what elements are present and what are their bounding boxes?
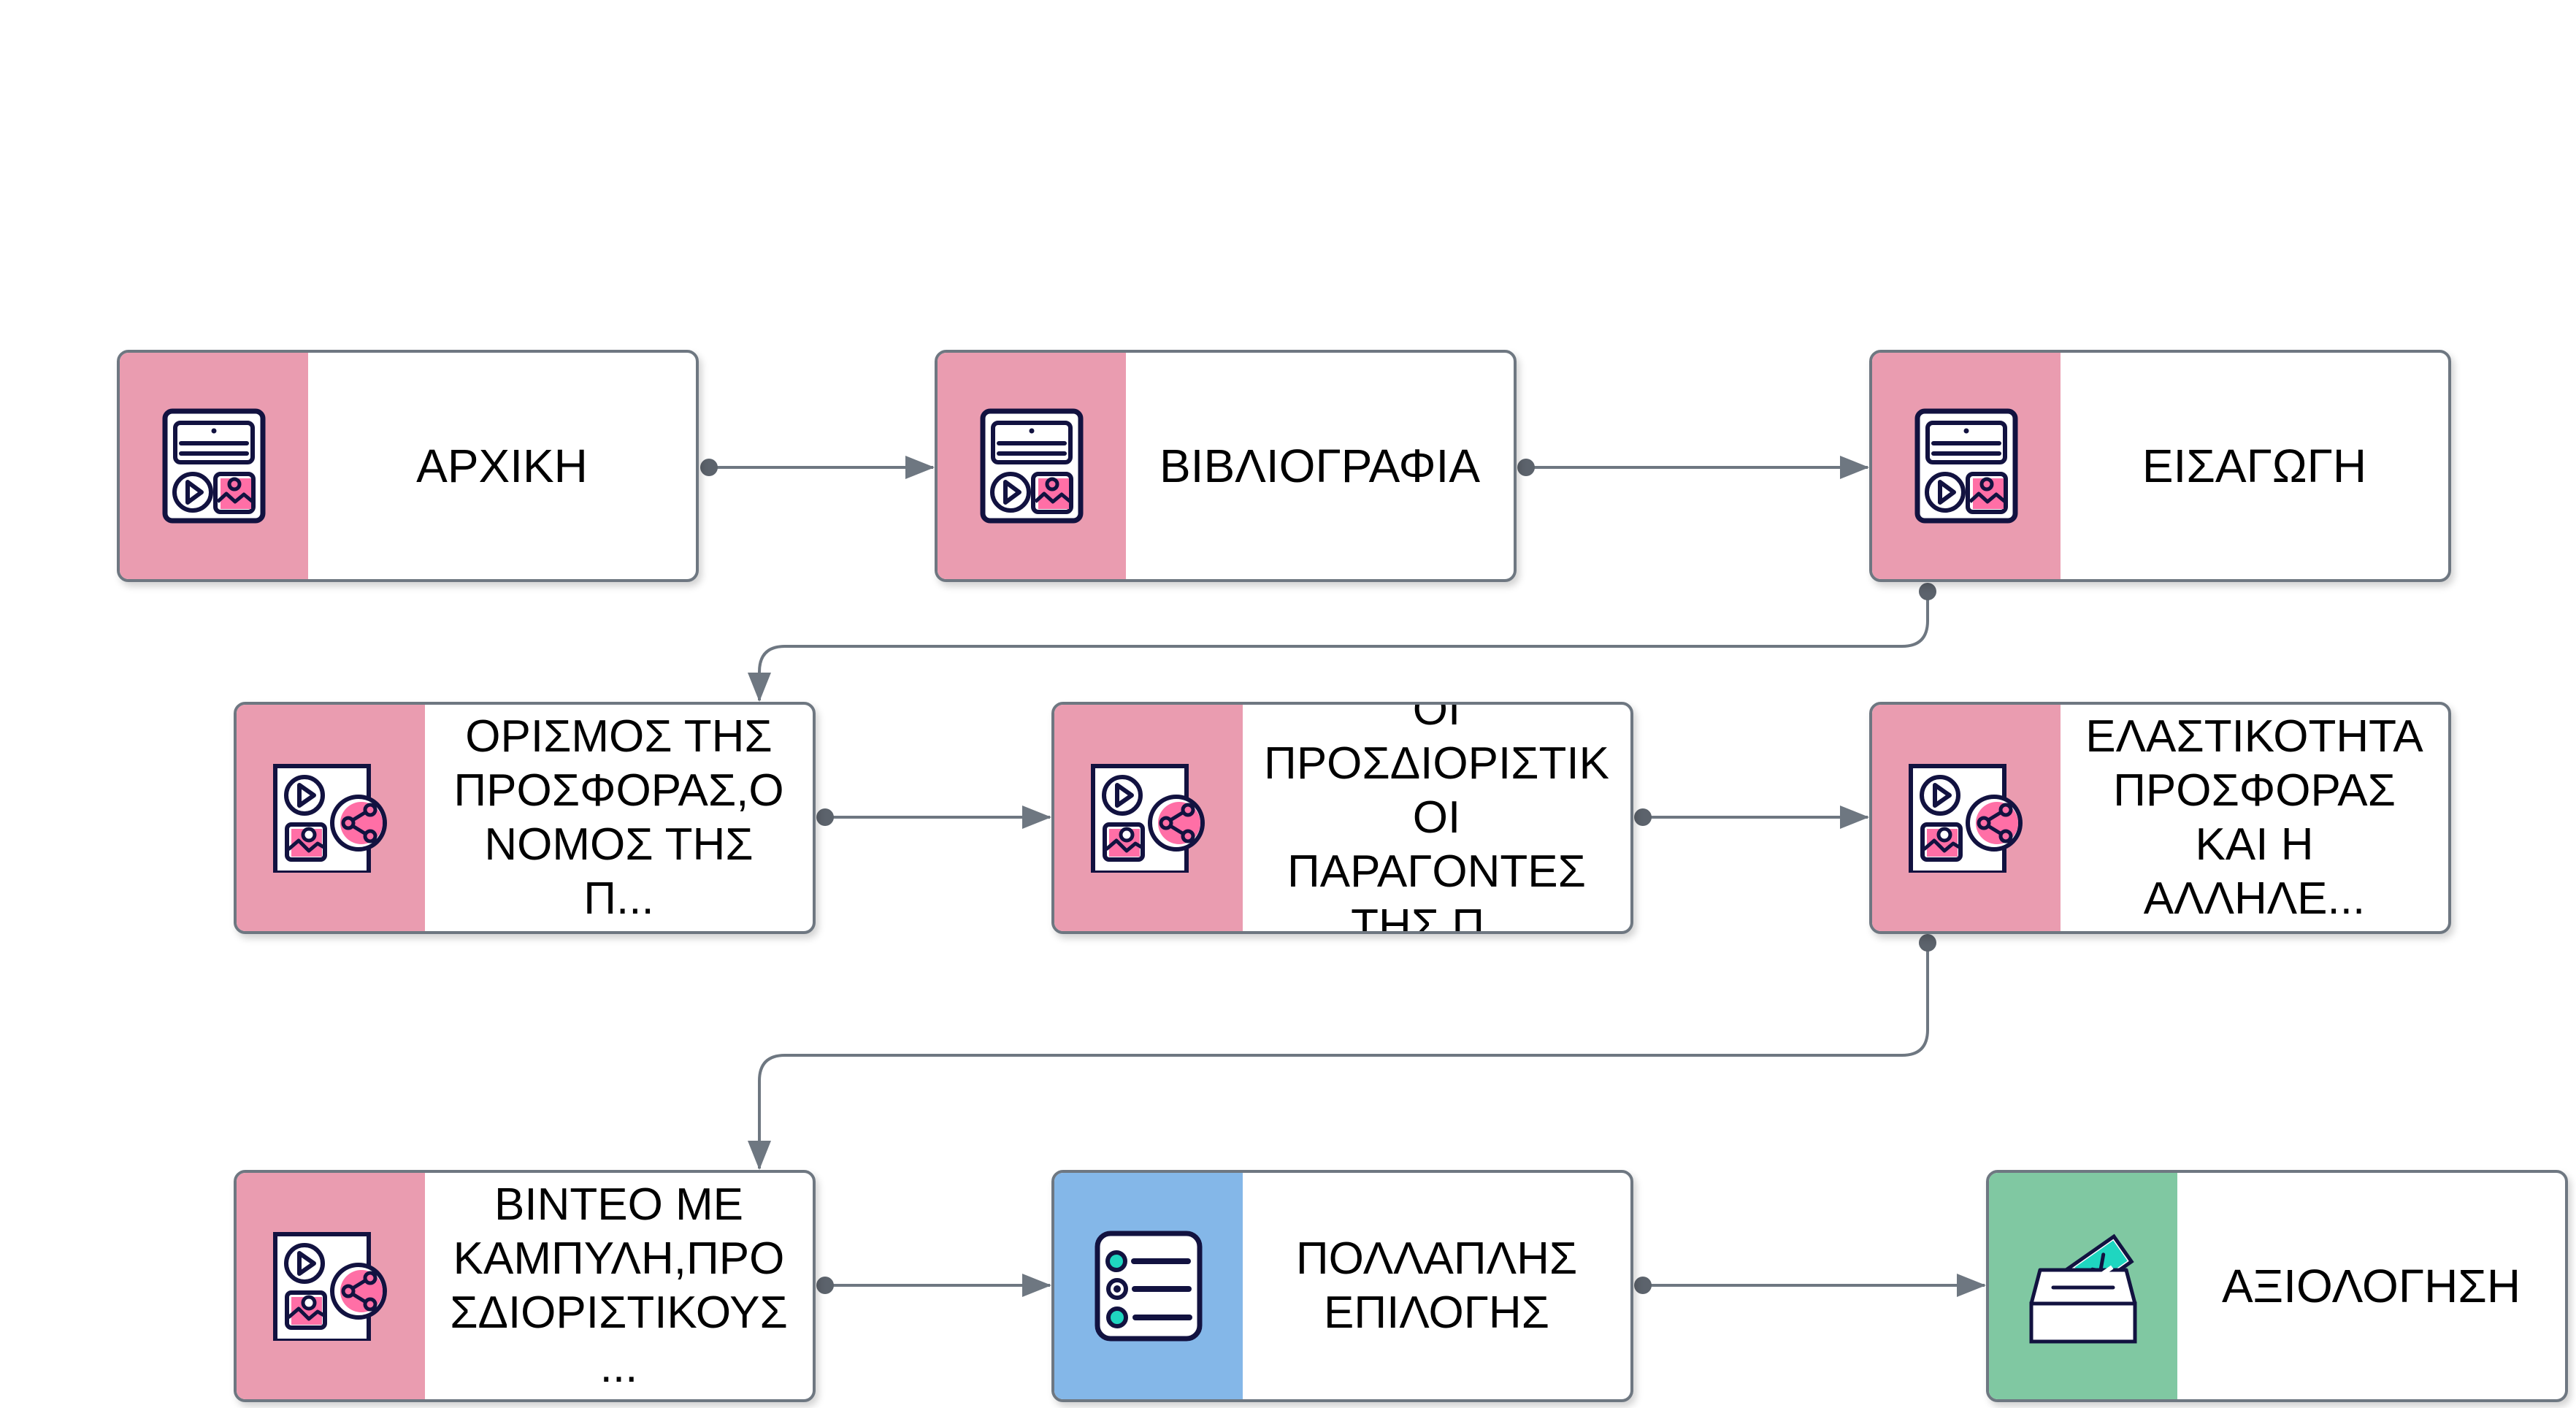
node-icon-band bbox=[237, 705, 425, 931]
node-pollaplis-epilogis[interactable]: ΠΟΛΛΑΠΛΗΣ ΕΠΙΛΟΓΗΣ bbox=[1051, 1170, 1633, 1402]
node-label-box: ΑΡΧΙΚΗ bbox=[308, 353, 696, 579]
node-label: ΕΛΑΣΤΙΚΟΤΗΤΑ ΠΡΟΣΦΟΡΑΣ ΚΑΙ Η ΑΛΛΗΛΕ... bbox=[2085, 711, 2423, 924]
node-elastikotita-prosforas[interactable]: ΕΛΑΣΤΙΚΟΤΗΤΑ ΠΡΟΣΦΟΡΑΣ ΚΑΙ Η ΑΛΛΗΛΕ... bbox=[1869, 702, 2451, 934]
edge-n3-n4[interactable] bbox=[748, 583, 1936, 702]
node-label-box: ΒΙΒΛΙΟΓΡΑΦΙΑ bbox=[1126, 353, 1514, 579]
ballot-box-icon bbox=[2029, 1233, 2137, 1344]
edge-source-handle[interactable] bbox=[1919, 583, 1936, 600]
node-label-box: ΟΙ ΠΡΟΣΔΙΟΡΙΣΤΙΚ ΟΙ ΠΑΡΑΓΟΝΤΕΣ ΤΗΣ Π... bbox=[1243, 705, 1630, 931]
node-icon-band bbox=[1872, 705, 2061, 931]
edge-n7-n8[interactable] bbox=[816, 1274, 1051, 1297]
node-label: ΒΙΝΤΕΟ ΜΕ ΚΑΜΠΥΛΗ,ΠΡΟ ΣΔΙΟΡΙΣΤΙΚΟΥΣ ... bbox=[450, 1179, 788, 1392]
edge-source-handle[interactable] bbox=[1517, 459, 1535, 476]
node-icon-band bbox=[237, 1173, 425, 1399]
node-archiki[interactable]: ΑΡΧΙΚΗ bbox=[117, 350, 699, 582]
edge-n4-n5[interactable] bbox=[816, 806, 1051, 829]
multimedia-page-icon bbox=[1914, 408, 2018, 524]
node-prosdioristikoi-paragontes[interactable]: ΟΙ ΠΡΟΣΔΙΟΡΙΣΤΙΚ ΟΙ ΠΑΡΑΓΟΝΤΕΣ ΤΗΣ Π... bbox=[1051, 702, 1633, 934]
node-icon-band bbox=[1054, 1173, 1243, 1399]
node-label-box: ΒΙΝΤΕΟ ΜΕ ΚΑΜΠΥΛΗ,ΠΡΟ ΣΔΙΟΡΙΣΤΙΚΟΥΣ ... bbox=[425, 1173, 813, 1399]
node-vivliografia[interactable]: ΒΙΒΛΙΟΓΡΑΦΙΑ bbox=[935, 350, 1517, 582]
edge-n6-n7[interactable] bbox=[748, 934, 1936, 1170]
edge-n5-n6[interactable] bbox=[1634, 806, 1869, 829]
node-icon-band bbox=[938, 353, 1126, 579]
edge-source-handle[interactable] bbox=[700, 459, 718, 476]
node-icon-band bbox=[1872, 353, 2061, 579]
node-label: ΟΙ ΠΡΟΣΔΙΟΡΙΣΤΙΚ ΟΙ ΠΑΡΑΓΟΝΤΕΣ ΤΗΣ Π... bbox=[1264, 705, 1609, 931]
node-icon-band bbox=[120, 353, 308, 579]
node-label-box: ΟΡΙΣΜΟΣ ΤΗΣ ΠΡΟΣΦΟΡΑΣ,Ο ΝΟΜΟΣ ΤΗΣ Π... bbox=[425, 705, 813, 931]
node-label-box: ΠΟΛΛΑΠΛΗΣ ΕΠΙΛΟΓΗΣ bbox=[1243, 1173, 1630, 1399]
shared-document-icon bbox=[273, 1232, 387, 1341]
multiple-choice-list-icon bbox=[1095, 1231, 1203, 1342]
node-vinteo-kampyli[interactable]: ΒΙΝΤΕΟ ΜΕ ΚΑΜΠΥΛΗ,ΠΡΟ ΣΔΙΟΡΙΣΤΙΚΟΥΣ ... bbox=[234, 1170, 816, 1402]
node-icon-band bbox=[1054, 705, 1243, 931]
node-label: ΟΡΙΣΜΟΣ ΤΗΣ ΠΡΟΣΦΟΡΑΣ,Ο ΝΟΜΟΣ ΤΗΣ Π... bbox=[453, 711, 784, 924]
node-label: ΒΙΒΛΙΟΓΡΑΦΙΑ bbox=[1159, 440, 1481, 492]
edge-source-handle[interactable] bbox=[816, 1277, 834, 1294]
multimedia-page-icon bbox=[162, 408, 266, 524]
node-orismos-prosforas[interactable]: ΟΡΙΣΜΟΣ ΤΗΣ ΠΡΟΣΦΟΡΑΣ,Ο ΝΟΜΟΣ ΤΗΣ Π... bbox=[234, 702, 816, 934]
edge-source-handle[interactable] bbox=[1634, 1277, 1652, 1294]
node-eisagogi[interactable]: ΕΙΣΑΓΩΓΗ bbox=[1869, 350, 2451, 582]
edge-n1-n2[interactable] bbox=[700, 456, 935, 479]
multimedia-page-icon bbox=[980, 408, 1084, 524]
edge-n8-n9[interactable] bbox=[1634, 1274, 1986, 1297]
edge-source-handle[interactable] bbox=[816, 808, 834, 826]
node-label: ΠΟΛΛΑΠΛΗΣ ΕΠΙΛΟΓΗΣ bbox=[1295, 1233, 1578, 1338]
node-label: ΑΡΧΙΚΗ bbox=[416, 440, 588, 492]
edge-source-handle[interactable] bbox=[1919, 934, 1936, 952]
node-label-box: ΕΙΣΑΓΩΓΗ bbox=[2061, 353, 2448, 579]
node-label: ΕΙΣΑΓΩΓΗ bbox=[2142, 440, 2367, 492]
edge-n2-n3[interactable] bbox=[1517, 456, 1869, 479]
node-icon-band bbox=[1989, 1173, 2177, 1399]
shared-document-icon bbox=[273, 764, 387, 873]
edge-source-handle[interactable] bbox=[1634, 808, 1652, 826]
node-label: ΑΞΙΟΛΟΓΗΣΗ bbox=[2221, 1260, 2521, 1312]
node-label-box: ΑΞΙΟΛΟΓΗΣΗ bbox=[2177, 1173, 2565, 1399]
node-axiologisi[interactable]: ΑΞΙΟΛΟΓΗΣΗ bbox=[1986, 1170, 2568, 1402]
shared-document-icon bbox=[1909, 764, 2023, 873]
node-label-box: ΕΛΑΣΤΙΚΟΤΗΤΑ ΠΡΟΣΦΟΡΑΣ ΚΑΙ Η ΑΛΛΗΛΕ... bbox=[2061, 705, 2448, 931]
shared-document-icon bbox=[1091, 764, 1205, 873]
